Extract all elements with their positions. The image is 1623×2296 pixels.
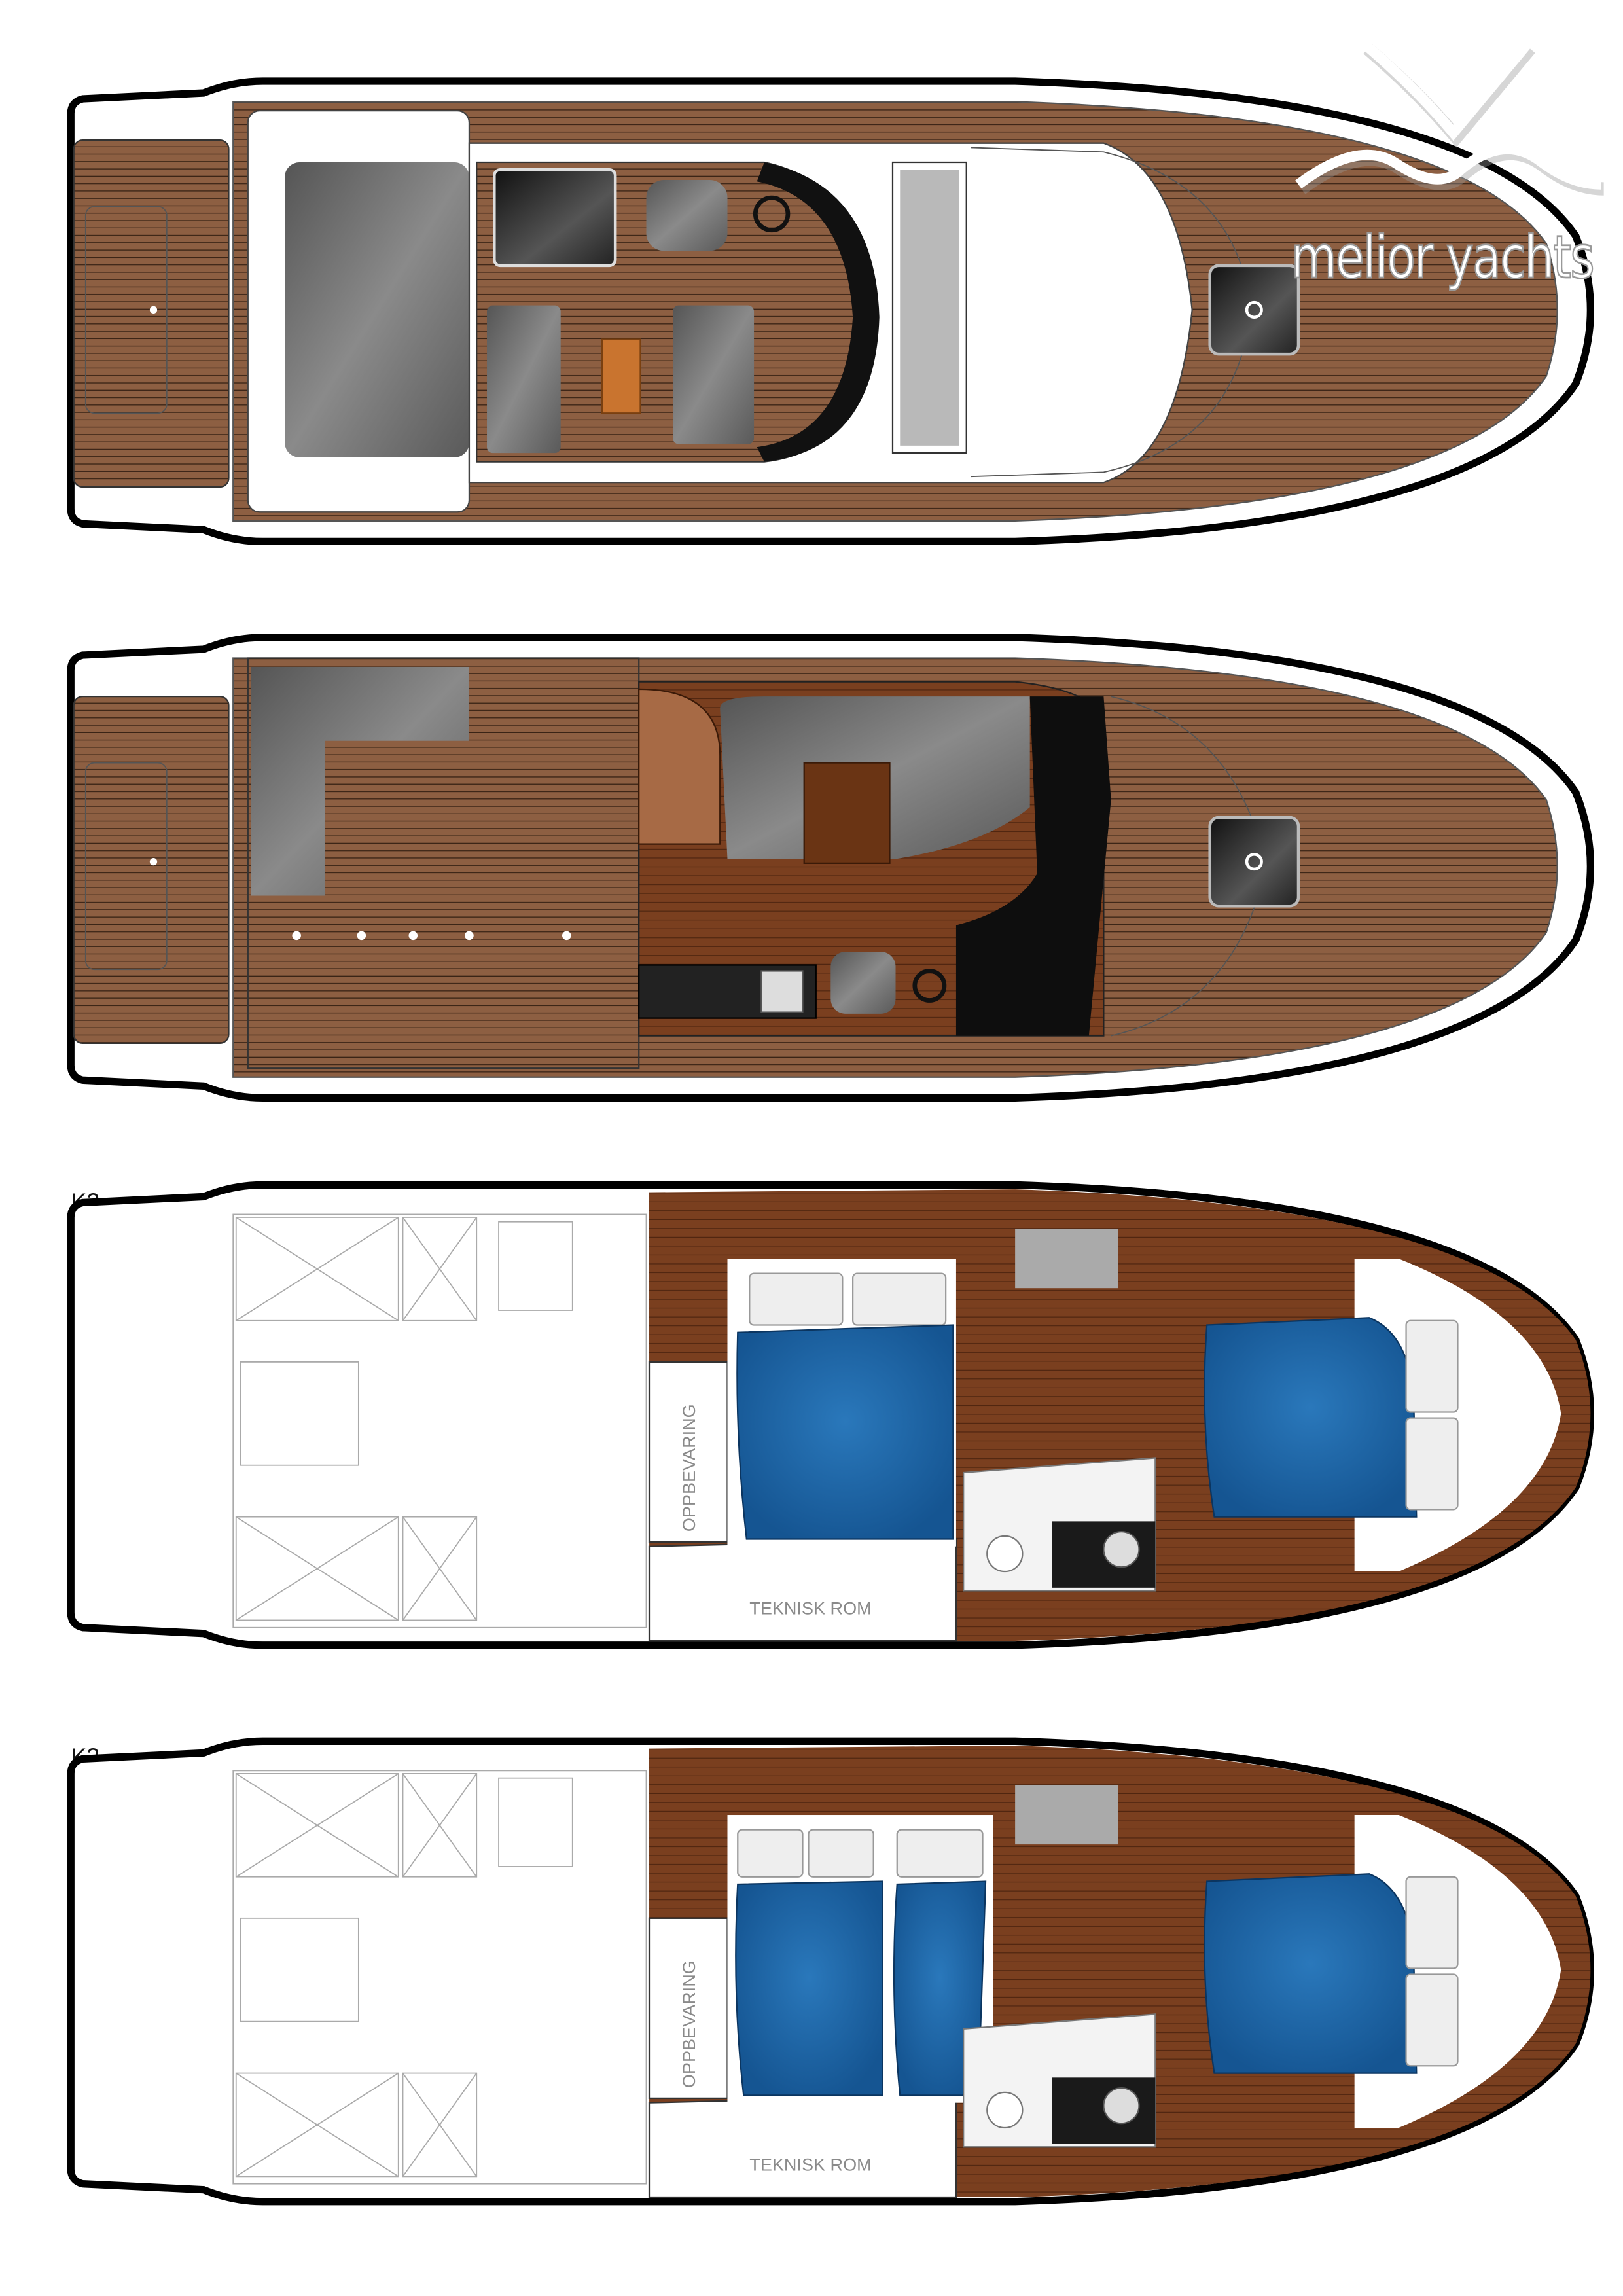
platform-hatch xyxy=(84,206,168,414)
sunpad xyxy=(285,162,469,457)
deck-hatch xyxy=(1208,816,1300,908)
pillow xyxy=(1405,1876,1459,1969)
flybridge-deck-plan xyxy=(71,81,1590,541)
forward-bed xyxy=(1204,1317,1418,1518)
single-bed-right xyxy=(893,1880,987,2096)
pillow xyxy=(1405,1319,1459,1413)
toilet-icon xyxy=(986,2091,1024,2129)
galley-sink xyxy=(760,970,804,1013)
hatch-handle-icon xyxy=(1245,853,1263,871)
logo-text: melior yachts xyxy=(1291,223,1594,292)
pillow xyxy=(851,1272,947,1326)
technical-room-label: TEKNISK ROM xyxy=(749,2155,871,2174)
pillow xyxy=(737,1829,804,1878)
technical-room xyxy=(648,1538,957,1642)
steering-wheel-icon xyxy=(753,195,791,233)
double-bed xyxy=(736,1324,954,1540)
galley-cabinet xyxy=(1015,1785,1118,1845)
sink-icon xyxy=(1103,1531,1140,1568)
platform-hatch xyxy=(84,762,168,971)
pillow xyxy=(1405,1417,1459,1511)
logo-bird-mark xyxy=(1361,40,1531,141)
engine-room-outline xyxy=(232,1770,647,2185)
storage-locker xyxy=(648,1361,728,1543)
hatch-handle-icon xyxy=(1245,300,1263,319)
technical-room-label: TEKNISK ROM xyxy=(749,1598,871,1618)
helm-console xyxy=(757,162,880,462)
steering-wheel-icon xyxy=(912,969,947,1003)
cockpit-table xyxy=(601,338,641,414)
logo-wave-mark xyxy=(1295,144,1601,190)
cockpit-sofa xyxy=(251,667,469,896)
platform-fitting xyxy=(149,306,158,314)
storage-locker xyxy=(648,1917,728,2100)
engine-room-outline xyxy=(232,1213,647,1628)
deck-hatch xyxy=(1208,264,1300,356)
helm-console xyxy=(955,696,1111,1036)
swim-platform xyxy=(73,139,230,488)
pillow xyxy=(808,1829,874,1878)
pillow xyxy=(896,1829,984,1878)
platform-fitting xyxy=(149,857,158,866)
toilet-icon xyxy=(986,1535,1024,1573)
melior-yachts-logo: melior yachts xyxy=(1290,40,1604,293)
main-deck-plan xyxy=(71,637,1590,1098)
helm-seat xyxy=(646,180,728,251)
storage-label: OPPBEVARING xyxy=(679,1960,699,2088)
pillow xyxy=(1405,1973,1459,2067)
storage-label: OPPBEVARING xyxy=(679,1404,699,1532)
stairs-down xyxy=(638,688,721,845)
single-bed-left xyxy=(735,1880,883,2096)
fridge xyxy=(493,168,617,268)
stairs xyxy=(900,170,959,446)
helm-seat xyxy=(830,952,896,1014)
galley-cabinet xyxy=(1015,1229,1118,1289)
lower-deck-plan-k2: OPPBEVARING TEKNISK ROM xyxy=(71,1185,1590,1645)
seat-left xyxy=(487,305,561,454)
pillow xyxy=(749,1272,844,1326)
cockpit-fittings xyxy=(292,931,571,941)
forward-bed xyxy=(1204,1873,1418,2074)
technical-room xyxy=(648,2094,957,2198)
swim-platform xyxy=(73,695,230,1045)
lower-deck-plan-k3: OPPBEVARING TEKNISK ROM xyxy=(71,1741,1590,2201)
salon-table xyxy=(803,762,891,865)
seat-right xyxy=(673,305,755,444)
sink-icon xyxy=(1103,2087,1140,2125)
